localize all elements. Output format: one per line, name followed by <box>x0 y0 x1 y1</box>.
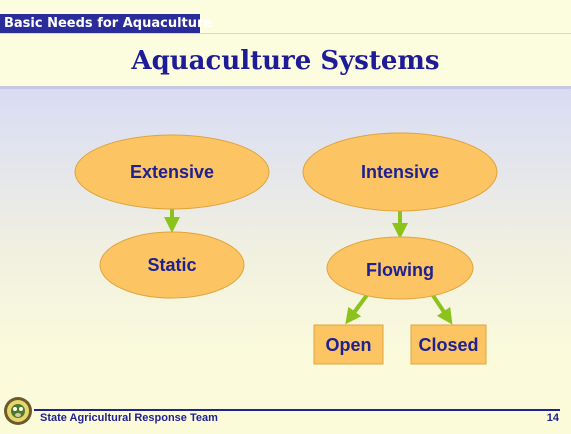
node-open: Open <box>313 324 384 365</box>
sart-logo-icon <box>4 397 32 425</box>
node-extensive: Extensive <box>74 134 270 210</box>
node-static: Static <box>99 231 245 299</box>
title-divider <box>0 86 571 89</box>
node-intensive: Intensive <box>302 132 498 212</box>
footer-divider <box>34 409 560 411</box>
section-tab <box>0 14 200 33</box>
node-closed: Closed <box>410 324 487 365</box>
page-number: 14 <box>546 412 559 424</box>
footer-organization: State Agricultural Response Team <box>40 412 218 424</box>
node-extensive-label: Extensive <box>130 162 214 182</box>
node-flowing-label: Flowing <box>366 260 434 280</box>
node-open-label: Open <box>325 335 371 355</box>
node-flowing: Flowing <box>326 236 474 300</box>
title-band: Aquaculture Systems <box>0 34 571 86</box>
section-label: Basic Needs for Aquaculture <box>4 16 213 31</box>
slide-title: Aquaculture Systems <box>131 46 440 76</box>
node-static-label: Static <box>147 255 196 275</box>
node-intensive-label: Intensive <box>361 162 439 182</box>
node-closed-label: Closed <box>418 335 478 355</box>
